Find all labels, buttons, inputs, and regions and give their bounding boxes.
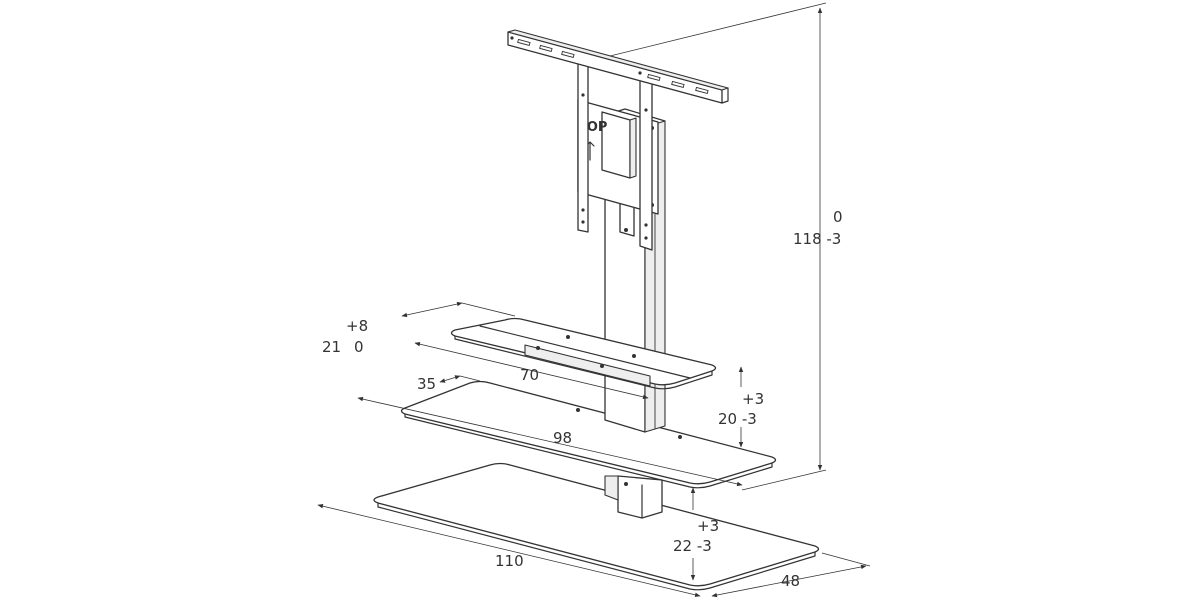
bottom-spacing-main-label: 22 -3: [673, 537, 712, 555]
screw-hole: [644, 236, 648, 240]
vesa-plate: TOP: [577, 99, 659, 215]
screw-hole: [678, 435, 682, 439]
bottom-spacing-plus-label: +3: [697, 517, 719, 535]
screw-hole: [581, 208, 585, 212]
screw-hole: [632, 354, 636, 358]
middle-shelf-width-label: 98: [553, 429, 572, 447]
middle-shelf-depth-label: 35: [417, 375, 436, 393]
screw-hole: [581, 93, 585, 97]
top-shelf: [450, 317, 717, 390]
screw-hole: [644, 223, 648, 227]
top-shelf-width-label: 70: [520, 366, 539, 384]
middle-shelf: [400, 380, 777, 489]
screw-hole: [536, 346, 540, 350]
height-top-label: 0: [833, 208, 843, 226]
top-shelf-tol-label: +8: [346, 317, 368, 335]
height-main-label: 118 -3: [793, 230, 841, 248]
middle-spacing-plus-label: +3: [742, 390, 764, 408]
base-plate: [373, 462, 820, 591]
top-shelf-a-label: 21: [322, 338, 341, 356]
screw-hole: [600, 364, 604, 368]
screw-hole: [644, 108, 648, 112]
screw-hole: [566, 335, 570, 339]
screw-hole: [624, 482, 628, 486]
top-shelf-b-label: 0: [354, 338, 364, 356]
screw-hole: [624, 228, 628, 232]
middle-spacing-main-label: 20 -3: [718, 410, 757, 428]
top-bracket: [507, 29, 729, 104]
base-width-label: 110: [495, 552, 524, 570]
dimension-lines: [317, 2, 871, 598]
dimension-labels: 0 118 -3 +8 21 0 70 35 98 +3 20 -3 +3 22…: [322, 208, 843, 590]
screw-hole: [576, 408, 580, 412]
screw-hole: [581, 220, 585, 224]
base-depth-label: 48: [781, 572, 800, 590]
bracket-arms: [577, 59, 653, 251]
